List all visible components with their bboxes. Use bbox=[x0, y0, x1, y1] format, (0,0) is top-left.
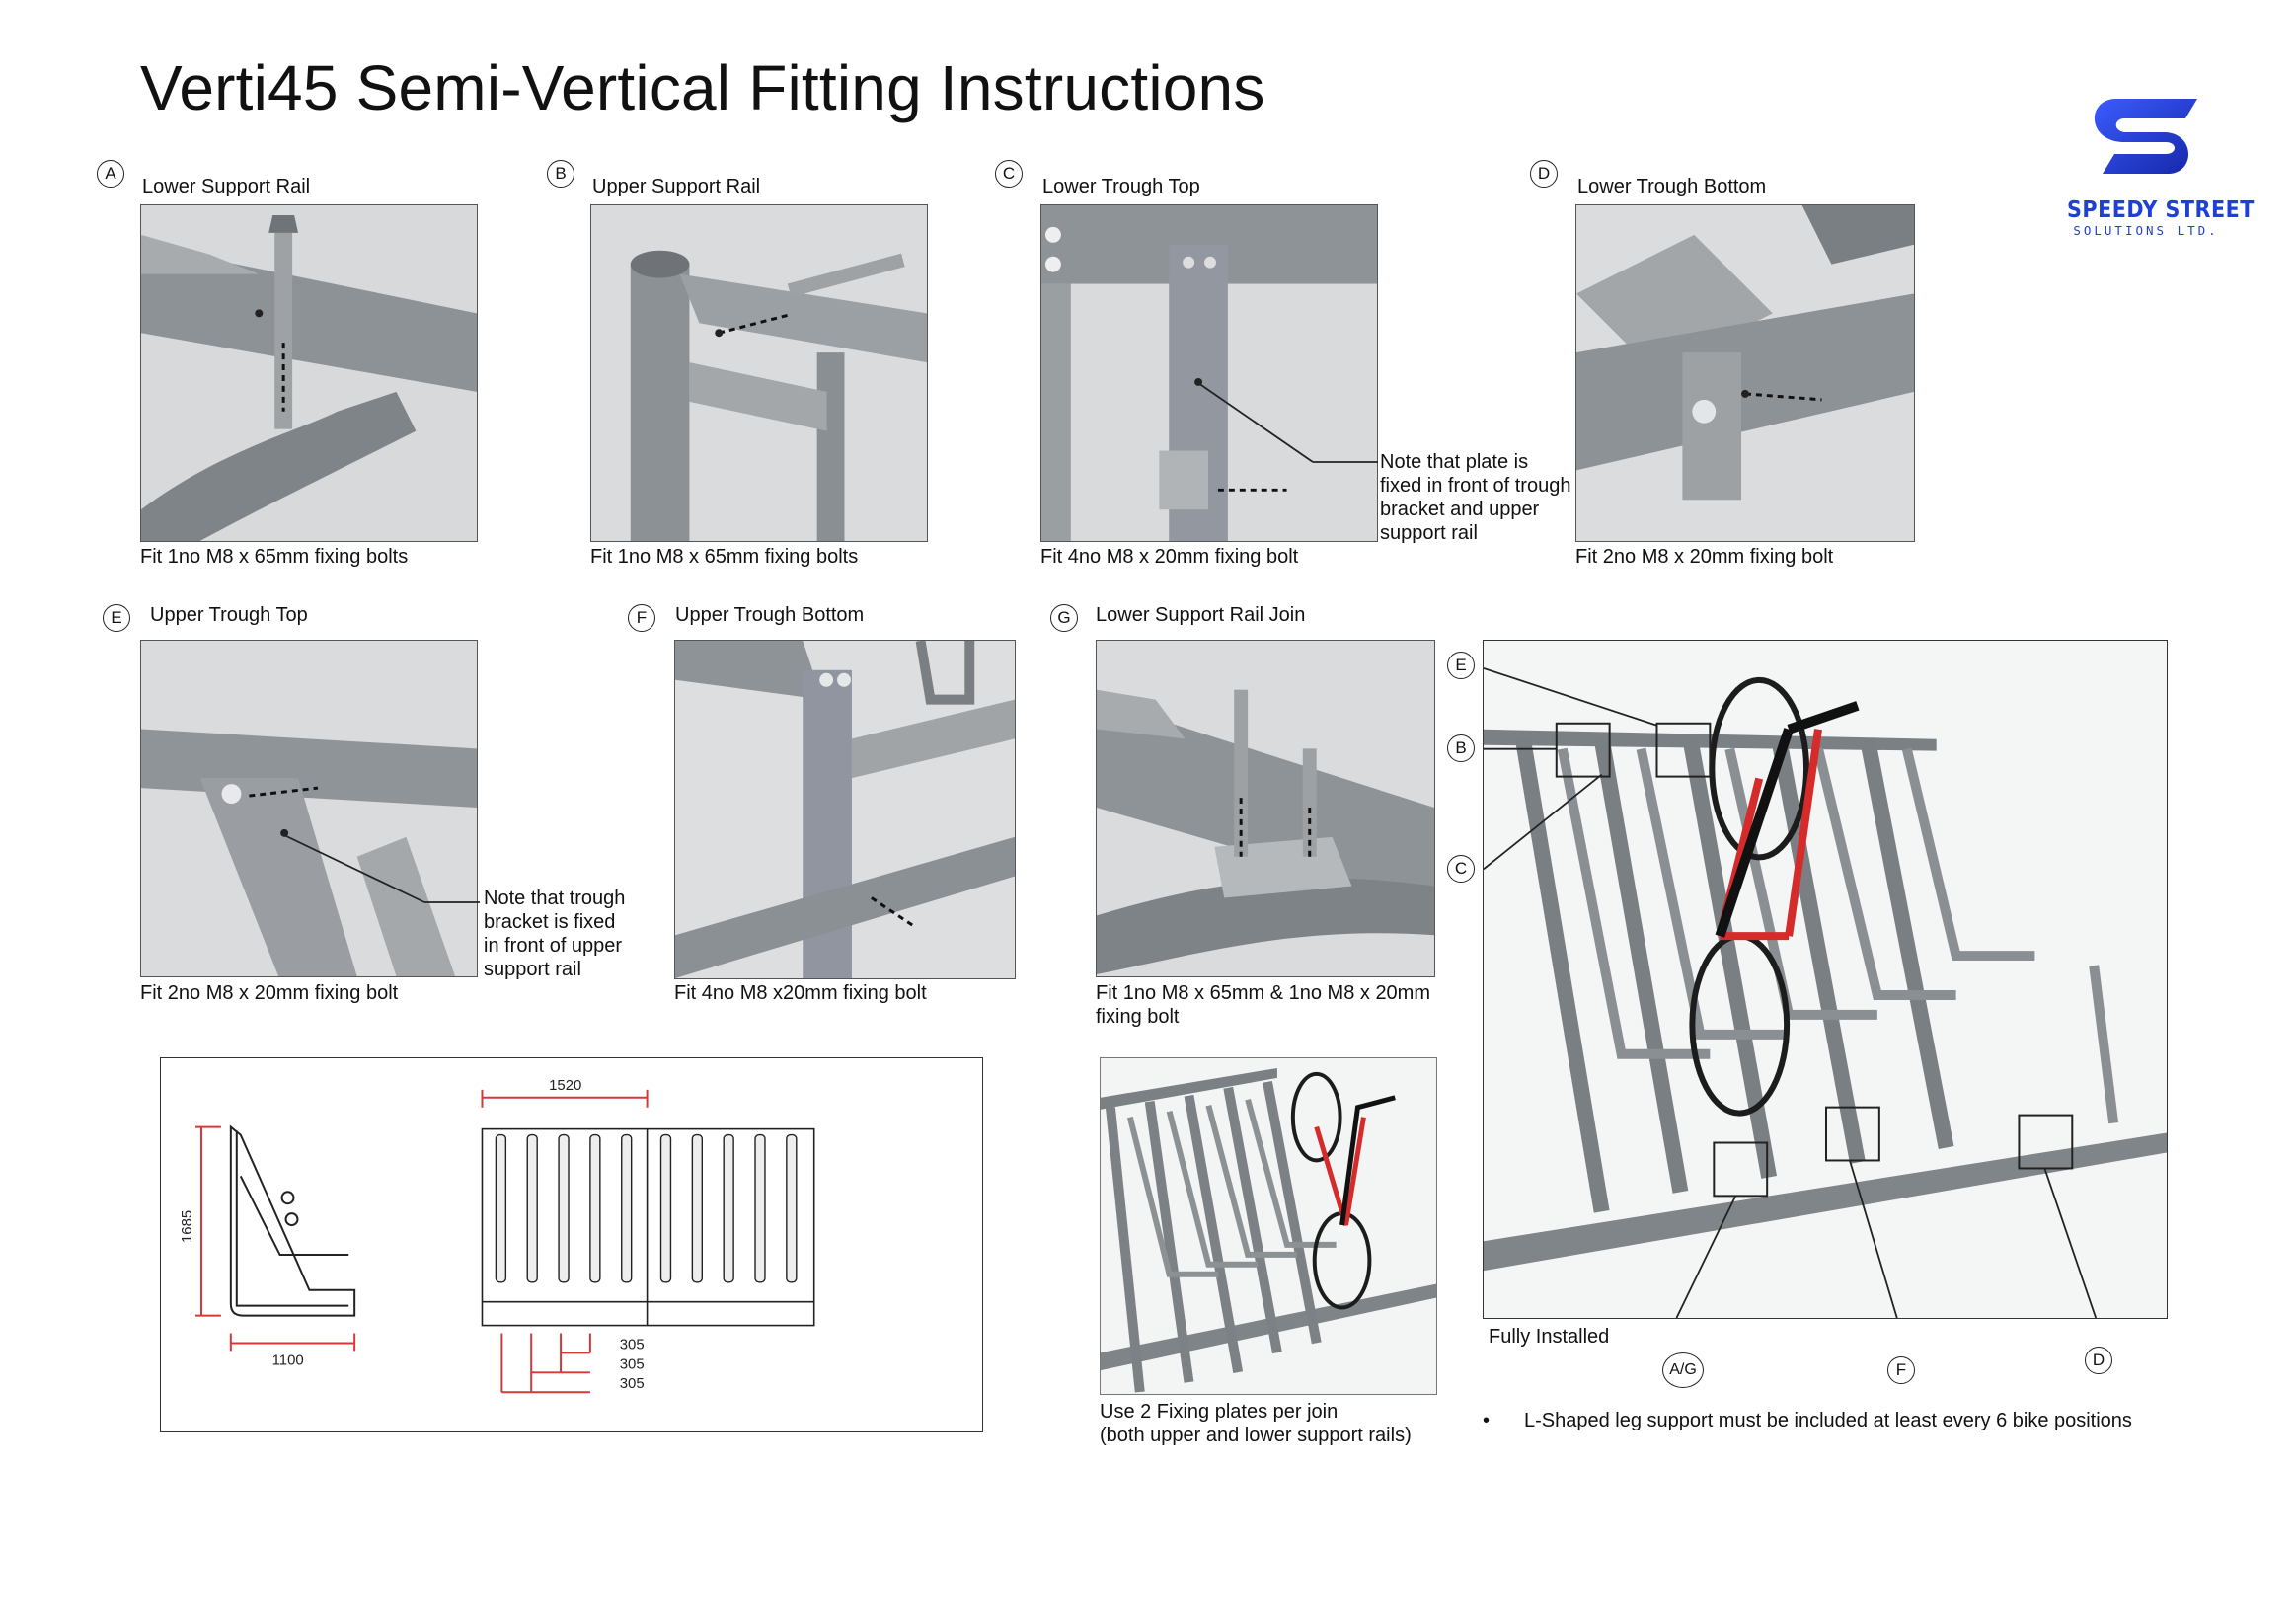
width-dimension: 1520 bbox=[549, 1077, 581, 1094]
step-b-caption: Fit 1no M8 x 65mm fixing bolts bbox=[590, 546, 859, 568]
step-d-image bbox=[1575, 204, 1915, 542]
depth-dimension: 1100 bbox=[272, 1352, 304, 1368]
step-c-note: Note that plate is fixed in front of tro… bbox=[1380, 451, 1571, 544]
spacing-dimension-1: 305 bbox=[620, 1336, 645, 1352]
step-f-caption: Fit 4no M8 x20mm fixing bolt bbox=[674, 982, 927, 1004]
join-plates-image bbox=[1100, 1057, 1437, 1395]
s-logo-icon bbox=[2094, 99, 2197, 174]
height-dimension: 1685 bbox=[179, 1210, 195, 1243]
step-f-marker: F bbox=[628, 604, 655, 632]
join-plates-caption: Use 2 Fixing plates per join (both upper… bbox=[1100, 1401, 1412, 1446]
installed-note: •L-Shaped leg support must be included a… bbox=[1483, 1410, 2132, 1431]
step-d-marker: D bbox=[1530, 160, 1558, 188]
callout-ag: A/G bbox=[1662, 1352, 1704, 1388]
page-title: Verti45 Semi-Vertical Fitting Instructio… bbox=[140, 52, 1265, 123]
step-e-label: Upper Trough Top bbox=[150, 604, 308, 626]
step-b-marker: B bbox=[547, 160, 574, 188]
spacing-dimension-3: 305 bbox=[620, 1375, 645, 1392]
logo-subtitle: SOLUTIONS LTD. bbox=[2073, 223, 2219, 238]
step-g-caption: Fit 1no M8 x 65mm & 1no M8 x 20mm fixing… bbox=[1096, 982, 1431, 1028]
step-b-label: Upper Support Rail bbox=[592, 176, 761, 197]
step-f-image bbox=[674, 640, 1016, 979]
step-c-marker: C bbox=[995, 160, 1023, 188]
step-c-note-leader bbox=[1197, 382, 1378, 463]
logo-wordmark: SPEEDY STREET bbox=[2067, 197, 2255, 223]
step-g-marker: G bbox=[1050, 604, 1078, 632]
step-b-image bbox=[590, 204, 928, 542]
step-c-image bbox=[1040, 204, 1378, 542]
step-a-marker: A bbox=[97, 160, 124, 188]
step-g-label: Lower Support Rail Join bbox=[1096, 604, 1306, 626]
step-a-image bbox=[140, 204, 478, 542]
callout-c: C bbox=[1447, 855, 1475, 883]
step-a-label: Lower Support Rail bbox=[142, 176, 311, 197]
callout-b: B bbox=[1447, 734, 1475, 762]
step-e-caption: Fit 2no M8 x 20mm fixing bolt bbox=[140, 982, 399, 1004]
callout-e: E bbox=[1447, 652, 1475, 679]
bullet-dot: • bbox=[1483, 1410, 1491, 1431]
step-e-note: Note that trough bracket is fixed in fro… bbox=[484, 888, 626, 980]
step-g-image bbox=[1096, 640, 1435, 977]
step-d-caption: Fit 2no M8 x 20mm fixing bolt bbox=[1575, 546, 1834, 568]
installed-caption: Fully Installed bbox=[1489, 1326, 1610, 1348]
step-d-label: Lower Trough Bottom bbox=[1577, 176, 1767, 197]
dimensions-drawing: 1685 1100 1520 305 305 305 bbox=[160, 1057, 983, 1432]
step-f-label: Upper Trough Bottom bbox=[675, 604, 865, 626]
step-c-label: Lower Trough Top bbox=[1042, 176, 1200, 197]
step-a-caption: Fit 1no M8 x 65mm fixing bolts bbox=[140, 546, 409, 568]
spacing-dimension-2: 305 bbox=[620, 1355, 645, 1372]
company-logo: SPEEDY STREET SOLUTIONS LTD. bbox=[2067, 95, 2255, 243]
installed-image bbox=[1483, 640, 2168, 1319]
step-c-caption: Fit 4no M8 x 20mm fixing bolt bbox=[1040, 546, 1299, 568]
step-e-marker: E bbox=[103, 604, 130, 632]
step-e-note-leader bbox=[283, 834, 480, 903]
step-e-image bbox=[140, 640, 478, 977]
callout-f: F bbox=[1887, 1356, 1915, 1384]
callout-d: D bbox=[2085, 1347, 2112, 1374]
